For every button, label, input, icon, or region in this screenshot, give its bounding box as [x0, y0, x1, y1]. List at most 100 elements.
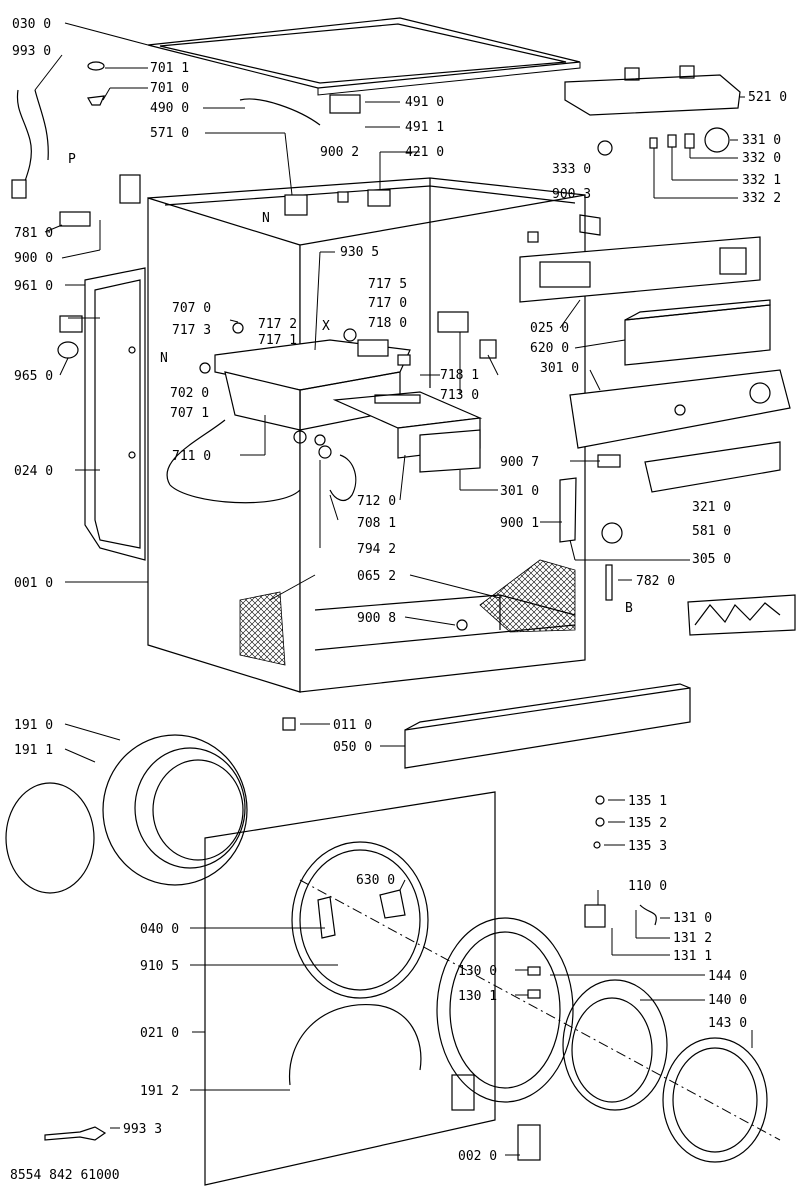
- label-910-5: 910 5: [140, 959, 179, 974]
- knob: [704, 127, 730, 153]
- label-900-8: 900 8: [357, 611, 396, 626]
- label-130-0: 130 0: [458, 964, 497, 979]
- clip-718-1: [479, 339, 497, 359]
- label-B: B: [625, 601, 633, 616]
- label-717-5: 717 5: [368, 277, 407, 292]
- label-144-0: 144 0: [708, 969, 747, 984]
- detergent-drawer: [332, 391, 483, 473]
- plinth: [404, 683, 691, 769]
- label-191-2: 191 2: [140, 1084, 179, 1099]
- decor-strip: [644, 441, 781, 493]
- label-491-0: 491 0: [405, 95, 444, 110]
- label-900-1: 900 1: [500, 516, 539, 531]
- cable-bundle: [16, 89, 32, 196]
- lock-hook: [639, 904, 657, 926]
- mains-cable: [239, 98, 321, 126]
- label-718-0: 718 0: [368, 316, 407, 331]
- label-025-0: 025 0: [530, 321, 569, 336]
- label-930-5: 930 5: [340, 245, 379, 260]
- valve-571: [284, 194, 308, 216]
- clip-718: [397, 354, 411, 366]
- label-191-0: 191 0: [14, 718, 53, 733]
- clip-900-3: [527, 231, 539, 243]
- clip-900-7: [597, 454, 621, 468]
- label-491-1: 491 1: [405, 120, 444, 135]
- label-011-0: 011 0: [333, 718, 372, 733]
- label-065-2: 065 2: [357, 569, 396, 584]
- label-965-0: 965 0: [14, 369, 53, 384]
- label-001-0: 001 0: [14, 576, 53, 591]
- label-581-0: 581 0: [692, 524, 731, 539]
- label-707-1: 707 1: [170, 406, 209, 421]
- label-332-0: 332 0: [742, 151, 781, 166]
- suppressor: [367, 189, 391, 207]
- label-333-0: 333 0: [552, 162, 591, 177]
- door-glass: [562, 979, 668, 1111]
- label-N-left: N: [160, 351, 168, 366]
- clamp-713: [437, 311, 469, 333]
- label-717-3: 717 3: [172, 323, 211, 338]
- clamp: [59, 211, 91, 227]
- pressure-switch: [601, 522, 623, 544]
- label-140-0: 140 0: [708, 993, 747, 1008]
- label-782-0: 782 0: [636, 574, 675, 589]
- label-713-0: 713 0: [440, 388, 479, 403]
- label-900-3: 900 3: [552, 187, 591, 202]
- label-021-0: 021 0: [140, 1026, 179, 1041]
- label-620-0: 620 0: [530, 341, 569, 356]
- door-ring: [662, 1037, 768, 1163]
- document-code: 8554 842 61000: [10, 1168, 120, 1183]
- label-707-0: 707 0: [172, 301, 211, 316]
- front-panel: [204, 791, 496, 1186]
- label-712-0: 712 0: [357, 494, 396, 509]
- service-tool: [44, 1126, 107, 1141]
- label-P: P: [68, 152, 76, 167]
- label-701-1: 701 1: [150, 61, 189, 76]
- label-571-0: 571 0: [150, 126, 189, 141]
- label-N-top: N: [262, 211, 270, 226]
- label-701-0: 701 0: [150, 81, 189, 96]
- roller-130-0: [527, 966, 541, 976]
- switch-module: [624, 299, 771, 366]
- label-030-0: 030 0: [12, 17, 51, 32]
- top-panel: [147, 17, 581, 96]
- label-332-2: 332 2: [742, 191, 781, 206]
- label-305-0: 305 0: [692, 552, 731, 567]
- label-781-0: 781 0: [14, 226, 53, 241]
- label-708-1: 708 1: [357, 516, 396, 531]
- cable-bundle-b: [34, 89, 49, 161]
- label-711-0: 711 0: [172, 449, 211, 464]
- washer: [593, 841, 601, 849]
- label-900-7: 900 7: [500, 455, 539, 470]
- valve: [119, 174, 141, 204]
- cap: [87, 61, 105, 71]
- label-130-1: 130 1: [458, 989, 497, 1004]
- cable-782: [605, 564, 613, 601]
- label-024-0: 024 0: [14, 464, 53, 479]
- label-490-0: 490 0: [150, 101, 189, 116]
- label-717-0: 717 0: [368, 296, 407, 311]
- filter: [59, 315, 83, 333]
- side-panel: [84, 267, 146, 561]
- filter-box: [329, 94, 361, 114]
- label-332-1: 332 1: [742, 173, 781, 188]
- label-050-0: 050 0: [333, 740, 372, 755]
- spring: [595, 817, 605, 827]
- label-321-0: 321 0: [692, 500, 731, 515]
- programmer-unit: [564, 65, 741, 116]
- nut-702: [199, 362, 211, 374]
- label-002-0: 002 0: [458, 1149, 497, 1164]
- button-cap: [684, 133, 695, 149]
- seal-ring: [57, 341, 79, 359]
- symbol-strip: [687, 594, 796, 636]
- label-131-0: 131 0: [673, 911, 712, 926]
- label-X: X: [322, 319, 330, 334]
- label-331-0: 331 0: [742, 133, 781, 148]
- label-131-1: 131 1: [673, 949, 712, 964]
- front-fascia: [569, 369, 791, 449]
- label-191-1: 191 1: [14, 743, 53, 758]
- label-135-2: 135 2: [628, 816, 667, 831]
- label-794-2: 794 2: [357, 542, 396, 557]
- drain-hose: [318, 445, 357, 502]
- part-labels: 030 0 993 0 701 1 701 0 490 0 491 0 491 …: [12, 17, 787, 1164]
